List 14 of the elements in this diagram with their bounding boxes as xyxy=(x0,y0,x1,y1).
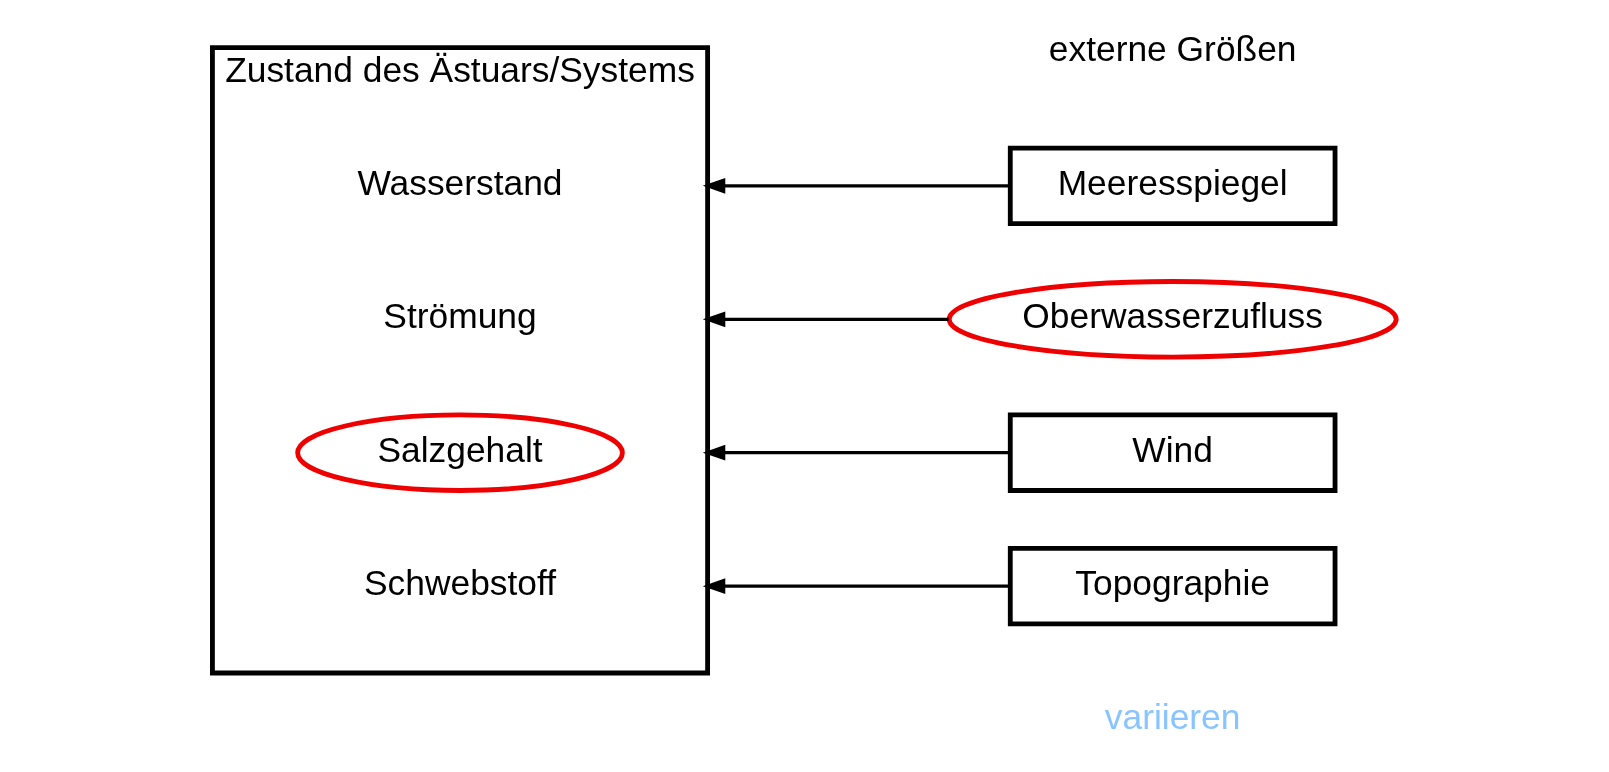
node-box: Meeresspiegel xyxy=(1007,145,1338,227)
arrow xyxy=(702,311,949,328)
node-ellipse: Salzgehalt xyxy=(295,412,625,493)
node-text: Wasserstand xyxy=(357,162,563,202)
node-text: Schwebstoff xyxy=(364,563,557,603)
arrow xyxy=(702,177,1011,194)
arrow xyxy=(702,444,1011,461)
arrow xyxy=(702,578,1011,595)
node-text: Strömung xyxy=(383,296,537,336)
label: variieren xyxy=(1104,696,1241,736)
node-box: Wind xyxy=(1007,412,1338,493)
node-ellipse: Oberwasserzufluss xyxy=(946,279,1399,360)
node-box: Topographie xyxy=(1007,545,1338,627)
label: externe Größen xyxy=(1048,29,1297,69)
